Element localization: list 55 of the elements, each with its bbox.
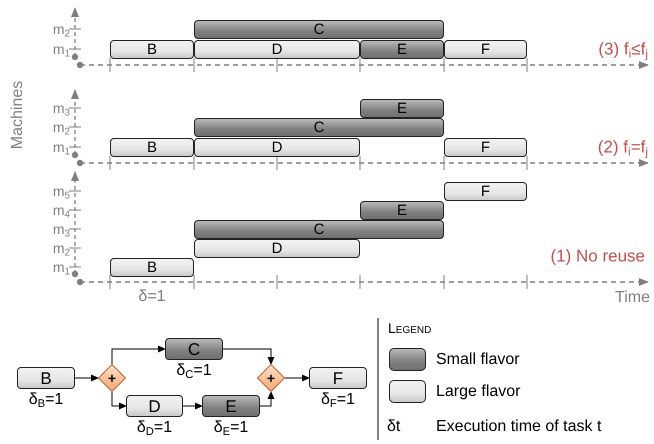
legend-text: Small flavor <box>436 352 520 368</box>
machine-label: m$_{3}$ <box>52 101 70 115</box>
axis-label: Time <box>615 290 650 306</box>
task-bar: D <box>194 40 360 58</box>
arrow <box>74 374 99 382</box>
task-bar: B <box>110 258 194 276</box>
arrow <box>260 391 274 406</box>
duration-label: δ$_{B}$=1 <box>28 392 64 408</box>
machine-label: m$_{1}$ <box>52 140 70 154</box>
duration-label: δ$_{E}$=1 <box>214 420 248 436</box>
arrow <box>222 348 274 365</box>
gateway-diamond: + <box>98 364 126 392</box>
task-box: B <box>17 367 75 389</box>
machine-label: m$_{4}$ <box>52 203 70 217</box>
task-bar: F <box>444 182 527 200</box>
task-bar: D <box>194 138 360 156</box>
task-box: D <box>126 395 183 417</box>
gateway-diamond: + <box>257 364 285 392</box>
task-box: F <box>309 367 367 389</box>
task-bar: E <box>360 200 444 220</box>
task-bar: E <box>360 40 444 58</box>
task-box: C <box>165 338 223 360</box>
scenario-label: (3) f$_{i}$≤f$_{j}$ <box>598 40 648 58</box>
task-bar: B <box>110 40 194 58</box>
machine-label: m$_{1}$ <box>52 42 70 56</box>
task-bar: C <box>194 20 444 38</box>
arrow <box>182 402 203 410</box>
axis-label: Machines <box>10 80 26 150</box>
task-bar: B <box>110 138 194 156</box>
legend-text: Execution time of task t <box>436 419 602 435</box>
machine-label: m$_{2}$ <box>52 120 70 134</box>
machine-label: m$_{2}$ <box>52 22 70 36</box>
machine-label: m$_{5}$ <box>52 184 70 198</box>
task-bar: E <box>360 98 444 118</box>
arrow <box>284 374 310 382</box>
arrow <box>112 392 127 410</box>
legend-title: Legend <box>388 321 432 335</box>
legend-text: δt <box>387 419 400 435</box>
task-bar: D <box>194 238 360 258</box>
task-box: E <box>202 395 260 417</box>
duration-label: δ$_{C}$=1 <box>176 363 212 379</box>
arrow <box>112 346 166 364</box>
scenario-label: (1) No reuse <box>550 248 645 264</box>
task-bar: C <box>194 220 444 238</box>
machine-label: m$_{1}$ <box>52 260 70 274</box>
machine-label: m$_{2}$ <box>52 241 70 255</box>
task-bar: F <box>444 40 527 58</box>
duration-label: δ$_{D}$=1 <box>136 420 172 436</box>
machine-label: m$_{3}$ <box>52 222 70 236</box>
task-bar: F <box>444 138 527 156</box>
axis-label: δ=1 <box>138 289 166 305</box>
duration-label: δ$_{F}$=1 <box>321 392 355 408</box>
scenario-label: (2) f$_{i}$=f$_{j}$ <box>598 138 648 156</box>
legend-text: Large flavor <box>436 384 520 400</box>
task-bar: C <box>194 118 444 136</box>
